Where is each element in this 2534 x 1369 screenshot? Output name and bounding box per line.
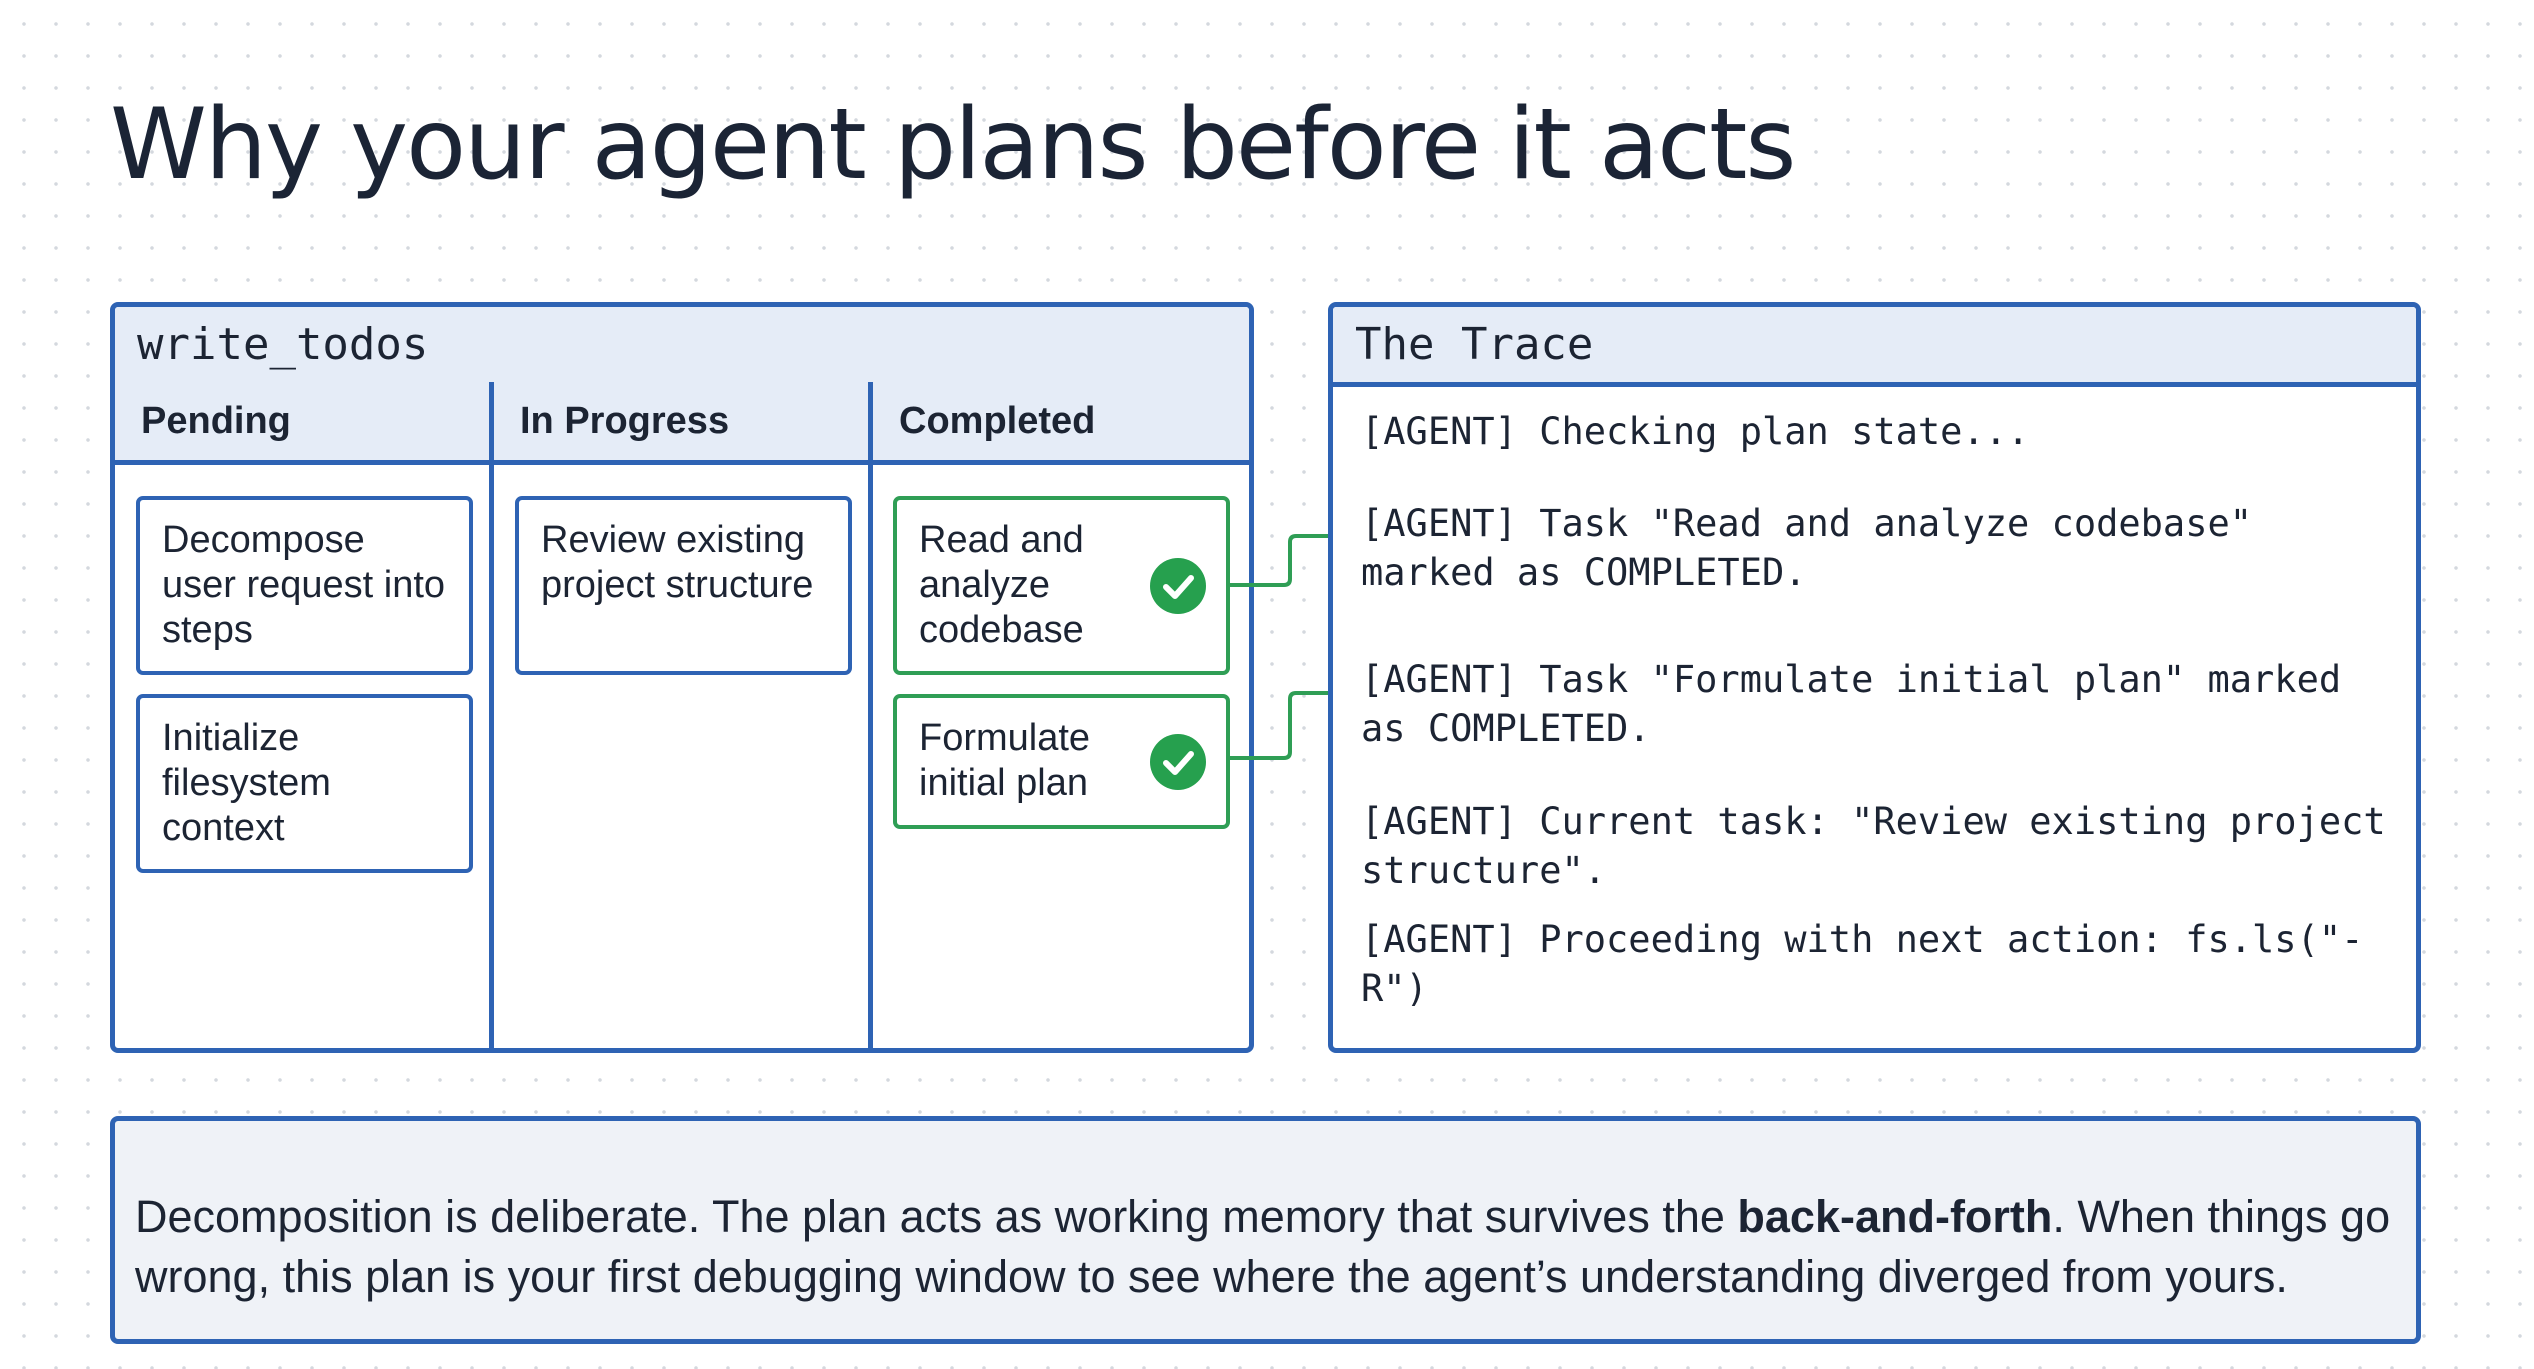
- write-todos-panel: write_todos Pending In Progress Complete…: [110, 302, 1254, 1053]
- todo-card-pending: Initialize filesystem context: [136, 694, 473, 873]
- trace-line: [AGENT] Proceeding with next action: fs.…: [1361, 918, 2364, 1010]
- trace-line: [AGENT] Task "Read and analyze codebase"…: [1361, 502, 2275, 594]
- trace-line: [AGENT] Current task: "Review existing p…: [1361, 800, 2408, 892]
- todo-card-label: Formulate initial plan: [919, 717, 1091, 804]
- note-text: Decomposition is deliberate. The plan ac…: [135, 1191, 1738, 1242]
- trace-header: The Trace: [1333, 307, 2416, 387]
- note-text: . When things go wrong, this plan is you…: [135, 1191, 2391, 1302]
- todo-card-label: Read and analyze codebase: [919, 519, 1084, 651]
- trace-line: [AGENT] Task "Formulate initial plan" ma…: [1361, 658, 2364, 750]
- note-emphasis: back-and-forth: [1737, 1191, 2053, 1242]
- todo-card-in-progress: Review existing project structure: [515, 496, 852, 675]
- column-header-pending: Pending: [141, 400, 291, 442]
- check-icon: [1150, 557, 1206, 614]
- connector-line: [1229, 534, 1350, 587]
- todo-card-completed: Read and analyze codebase: [893, 496, 1230, 675]
- check-icon: [1150, 733, 1206, 790]
- column-header-row: Pending In Progress Completed: [115, 382, 1249, 465]
- page-title: Why your agent plans before it acts: [110, 88, 1796, 202]
- column-divider: [868, 382, 873, 1048]
- column-header-in-progress: In Progress: [520, 400, 730, 442]
- trace-line: [AGENT] Checking plan state...: [1361, 410, 2030, 453]
- connector-line: [1229, 691, 1350, 760]
- takeaway-note: Decomposition is deliberate. The plan ac…: [110, 1116, 2421, 1344]
- column-divider: [489, 382, 494, 1048]
- column-header-completed: Completed: [899, 400, 1096, 442]
- write-todos-header: write_todos: [115, 307, 1249, 387]
- todo-card-pending: Decompose user request into steps: [136, 496, 473, 675]
- todo-card-completed: Formulate initial plan: [893, 694, 1230, 829]
- trace-panel: The Trace [AGENT] Checking plan state...…: [1328, 302, 2421, 1053]
